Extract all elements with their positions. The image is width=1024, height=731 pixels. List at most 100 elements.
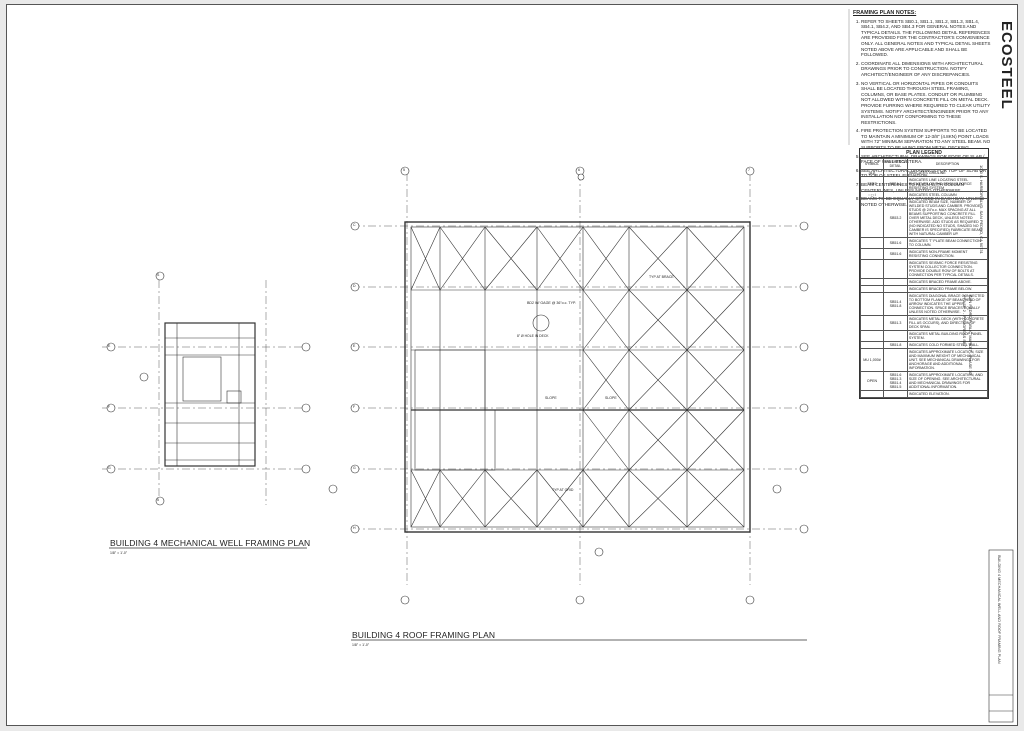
grid-label-c: C [353,223,356,227]
legend-header-ref: REFERENCE DETAIL [883,158,908,170]
legend-description: INDICATES METAL BUILDING ROOF PANEL SYST… [906,330,989,342]
legend-symbol: MU 1,000# [860,348,884,372]
grid-label-h: H [353,526,356,530]
legend-description: INDICATED BEAM SIZE, NUMBER OF WELDED ST… [906,198,989,238]
grid-bubbles [106,166,809,605]
legend-symbol: (A1) [860,169,884,177]
legend-reference [883,169,908,177]
legend-row: INDICATED ELEVATION. [860,390,989,398]
legend-description: INDICATES NON-FRAME MOMENT RESISTING CON… [906,248,989,260]
legend-description: INDICATES APPROXIMATE LOCATION, SIZE AND… [906,348,989,372]
legend-reference: SSB4.1 [883,176,908,192]
legend-reference: SB51.6 SB51.3 SB51.4 SB51.5 [883,371,908,391]
legend-symbol [860,390,884,398]
legend-header-description: DESCRIPTION [906,158,989,170]
legend-row: INDICATES BRACED FRAME BELOW. [860,285,989,293]
note-item: NO VERTICAL OR HORIZONTAL PIPES OR CONDU… [861,81,991,126]
legend-reference [883,390,908,398]
legend-header-symbol: SYMBOL [860,158,884,170]
legend-row: (A1) INDICATES GRIDLINE [860,169,989,177]
deck-label: BD2 W/ GAGE @ 36"o.c. TYP. [527,301,576,305]
slope-label-a: SLOPE [545,396,557,400]
roof-plan-title: BUILDING 4 ROOF FRAMING PLAN [352,630,496,640]
project-phase: PHASE 2 - PROGRESS SET [962,295,967,348]
mechanical-plan-title: BUILDING 4 MECHANICAL WELL FRAMING PLAN [110,538,311,548]
roof-plan-scale: 1/8" = 1'-0" [352,643,370,647]
legend-reference: SB53.2 [883,198,908,238]
framing-drawing [102,9,1014,723]
legend-row: MU 1,000# INDICATES APPROXIMATE LOCATION,… [860,348,989,372]
drawing-sheet: FRAMING PLAN NOTES: REFER TO SHEETS SB0.… [6,4,1018,726]
grid-label-col-5: 5 [403,168,405,172]
hole-label: 8" Ø HOLE IN DECK [517,334,549,338]
note-item: FIRE PROTECTION SYSTEM SUPPORTS TO BE LO… [861,128,991,150]
grid-label-e: E [353,344,356,348]
legend-symbol [860,278,884,286]
title-block-frame [848,9,1014,723]
legend-reference [883,278,908,286]
legend-reference [883,348,908,372]
legend-reference: SB51.8 [883,341,908,349]
legend-description: INDICATES BRACED FRAME ABOVE. [906,278,989,286]
mechanical-plan-scale: 1/8" = 1'-0" [110,551,128,555]
legend-description: INDICATES APPROXIMATE LOCATION, AND SIZE… [906,371,989,391]
grid-label-col-7: 7 [748,168,750,172]
project-address: 1030 S. HARBOR BLVD. SAN PEDRO, CA 90731 [979,165,984,254]
note-item: COORDINATE ALL DIMENSIONS WITH ARCHITECT… [861,61,991,78]
legend-description: INDICATES METAL DECK (WITH CONCRETE FILL… [906,315,989,331]
legend-reference: SB51.6 [883,248,908,260]
legend-symbol [860,248,884,260]
legend-description: INDICATES STEEL COLUMN [906,191,989,199]
notes-title: FRAMING PLAN NOTES: [853,10,917,16]
legend-description: INDICATES COLD FORMED STEEL WALL. [906,341,989,349]
legend-reference: SB51.3 [883,315,908,331]
legend-description: INDICATES SEISMIC FORCE RESISTING SYSTEM… [906,259,989,279]
grid-label-col-6: 6 [578,168,580,172]
legend-description: INDICATES DIAGONAL BRACE CONNECTED TO BO… [906,292,989,316]
legend-reference [883,191,908,199]
legend-row: INDICATES BRACED FRAME ABOVE. [860,278,989,286]
plan-legend: PLAN LEGEND SYMBOL REFERENCE DETAIL DESC… [859,148,989,399]
grid-label-f: F [353,405,356,409]
grid-label-mech-5: 5 [157,498,159,502]
legend-description: INDICATED ELEVATION. [906,390,989,398]
legend-description: INDICATES LINE LOCATING STEEL ELEMENTS O… [906,176,989,192]
legend-row: INDICATES SEISMIC FORCE RESISTING SYSTEM… [860,259,989,279]
legend-description: INDICATES GRIDLINE [906,169,989,177]
legend-symbol: SFRS [860,176,884,192]
grid-label-d: D [353,284,356,288]
logo-text: ECOSTEEL [998,21,1015,110]
grid-label-f-left: F [108,405,111,409]
legend-title: PLAN LEGEND [860,149,988,158]
slope-label-b: SLOPE [605,396,617,400]
mechanical-well-plan [102,280,307,549]
legend-reference: SB51.6 [883,237,908,249]
legend-symbol [860,285,884,293]
typ-brace-label: TYP AT BRACE [649,275,674,279]
legend-description: INDICATES BRACED FRAME BELOW. [906,285,989,293]
legend-symbol [860,330,884,342]
legend-symbol: OPEN [860,371,884,391]
sheet-title: BUILDING 4 MECHANICAL WELL AND ROOF FRAM… [997,555,1001,664]
legend-symbol [860,198,884,238]
grid-label-g-left: G [108,466,111,470]
legend-symbol [860,237,884,249]
legend-reference: SB51.4 SB51.8 [883,292,908,316]
grid-label-mech-s: S [157,273,160,277]
legend-reference [883,285,908,293]
ecosteel-logo: ECOSTEEL [995,19,1017,110]
legend-reference [883,330,908,342]
legend-table: SYMBOL REFERENCE DETAIL DESCRIPTION (A1)… [860,158,989,398]
roof-plan [351,173,807,641]
legend-symbol: ▫ ◻ I [860,191,884,199]
typ-grid-label: TYP AT GRID [552,488,574,492]
legend-description: INDICATES 'T' PLATE BEAM CONNECTION TO C… [906,237,989,249]
legend-reference [883,259,908,279]
